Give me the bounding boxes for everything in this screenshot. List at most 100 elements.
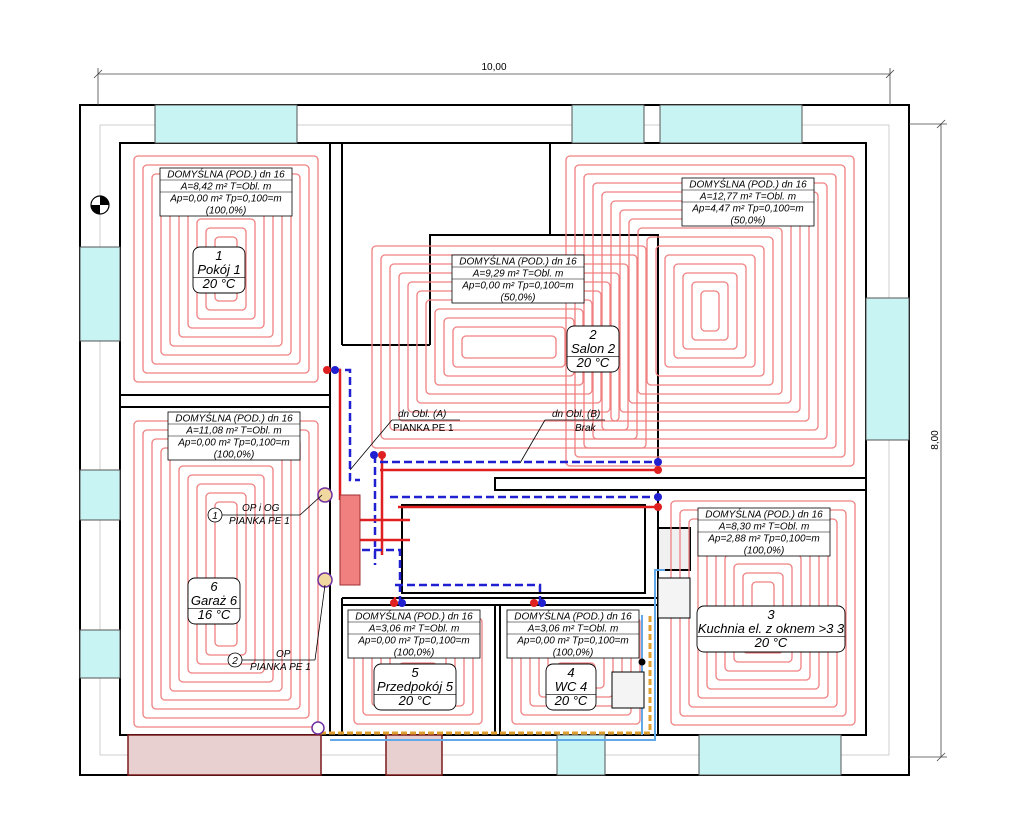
svg-text:PIANKA PE 1: PIANKA PE 1 [229,516,290,527]
window [865,297,910,441]
room-label-line: 1 [215,248,222,263]
room-label-line: 3 [767,607,775,622]
room-label-line: Przedpokój 5 [377,679,454,694]
zone-label-box: DOMYŚLNA (POD.) dn 16A=8,42 m² T=Obl. mA… [159,168,293,217]
room-label-line: 16 °C [198,607,231,622]
room-label-line: 20 °C [576,355,610,370]
zone-label-box: DOMYŚLNA (POD.) dn 16A=11,08 m² T=Obl. m… [167,412,301,461]
room-label-line: Garaż 6 [191,593,238,608]
zone-label-line: A=11,08 m² T=Obl. m [185,426,281,437]
heating-loop [434,308,584,386]
window [571,104,645,144]
window [154,104,298,144]
annotation-dn-b: dn Obl. (B) Brak [519,409,605,464]
zone-label-line: A=8,42 m² T=Obl. m [180,182,272,193]
zone-label-line: A=3,06 m² T=Obl. m [527,624,619,635]
annotation-circuit-1: 1 OP i OG PIANKA PE 1 [207,494,323,527]
heating-loop [371,245,647,449]
zone-labels: DOMYŚLNA (POD.) dn 16A=8,42 m² T=Obl. mA… [159,168,831,659]
window [79,246,121,342]
room-label: 4WC 420 °C [545,663,597,711]
room-label-line: 4 [567,665,574,680]
zone-label-line: DOMYŚLNA (POD.) dn 16 [175,412,293,425]
zone-label-line: Ap=0,00 m² Tp=0,100=m [516,636,628,647]
heating-loop [205,492,247,656]
svg-text:PIANKA PE 1: PIANKA PE 1 [393,423,454,434]
valves [323,366,662,607]
zone-label-line: Ap=0,00 m² Tp=0,100=m [461,281,573,292]
zone-label-line: (100,0%) [553,648,594,659]
room-label-line: 20 °C [754,635,788,650]
room-label-line: 20 °C [202,276,236,291]
dimension-lines [93,68,947,762]
heating-loop [178,465,274,683]
zone-label-box: DOMYŚLNA (POD.) dn 16A=8,30 m² T=Obl. mA… [697,508,831,557]
zone-label-line: A=9,29 m² T=Obl. m [472,269,564,280]
room-label-line: Salon 2 [571,341,616,356]
zone-label-line: A=3,06 m² T=Obl. m [368,624,460,635]
zone-label-line: DOMYŚLNA (POD.) dn 16 [355,610,473,623]
heating-loop [682,272,738,350]
zone-label-line: (100,0%) [214,450,255,461]
svg-text:OP i OG: OP i OG [242,503,280,514]
zone-label-box: DOMYŚLNA (POD.) dn 16A=9,29 m² T=Obl. mA… [451,255,585,304]
heating-loop [637,227,783,395]
zone-label-line: DOMYŚLNA (POD.) dn 16 [167,168,285,181]
zone-label-line: Ap=4,47 m² Tp=0,100=m [691,204,803,215]
window [698,734,842,776]
height-dimension: 8,00 [930,430,941,450]
interior-walls [120,143,867,735]
fixtures [611,577,691,709]
room-label-line: Kuchnia el. z oknem >3 3 [698,621,845,636]
heating-loop [655,245,765,377]
heating-loop [700,290,720,332]
svg-text:1: 1 [212,511,218,522]
window [659,104,803,144]
zone-label-line: DOMYŚLNA (POD.) dn 16 [459,255,577,268]
zone-label-line: A=12,77 m² T=Obl. m [699,192,796,203]
heating-loop [214,501,238,647]
zone-label-line: (50,0%) [730,216,765,227]
zone-label-line: A=8,30 m² T=Obl. m [718,522,810,533]
zone-label-box: DOMYŚLNA (POD.) dn 16A=12,77 m² T=Obl. m… [681,178,815,227]
room-label-line: WC 4 [555,679,588,694]
room-label-line: Pokój 1 [197,262,240,277]
room-label-line: 5 [411,665,419,680]
window [79,629,121,679]
zone-label-line: (50,0%) [500,293,535,304]
compass-icon [90,195,110,215]
heating-loop [673,263,747,359]
zone-label-line: Ap=0,00 m² Tp=0,100=m [357,636,469,647]
annotation-dn-a: dn Obl. (A) PIANKA PE 1 [349,409,460,471]
door [127,734,322,776]
window [556,734,606,776]
room-label-line: 20 °C [554,693,588,708]
heating-loop [583,173,837,449]
heating-loop [196,483,256,665]
heating-loop [565,155,855,467]
heating-loop [691,281,729,341]
room-label-line: 2 [588,327,597,342]
heating-loop [169,456,283,692]
svg-text:Brak: Brak [575,423,597,434]
heating-loop [461,335,557,359]
zone-label-line: Ap=0,00 m² Tp=0,100=m [177,438,289,449]
zone-label-line: (100,0%) [206,206,247,217]
zone-label-line: Ap=2,88 m² Tp=0,100=m [707,534,819,545]
svg-text:OP: OP [276,649,291,660]
svg-text:dn Obl. (A): dn Obl. (A) [398,409,446,420]
annotation-circuit-2: 2 OP PIANKA PE 1 [227,584,326,673]
heating-loop [142,164,310,374]
zone-label-line: (100,0%) [744,546,785,557]
zone-label-line: DOMYŚLNA (POD.) dn 16 [514,610,632,623]
heating-loop [142,429,310,719]
zone-label-line: DOMYŚLNA (POD.) dn 16 [689,178,807,191]
zone-label-box: DOMYŚLNA (POD.) dn 16A=3,06 m² T=Obl. mA… [347,610,481,659]
